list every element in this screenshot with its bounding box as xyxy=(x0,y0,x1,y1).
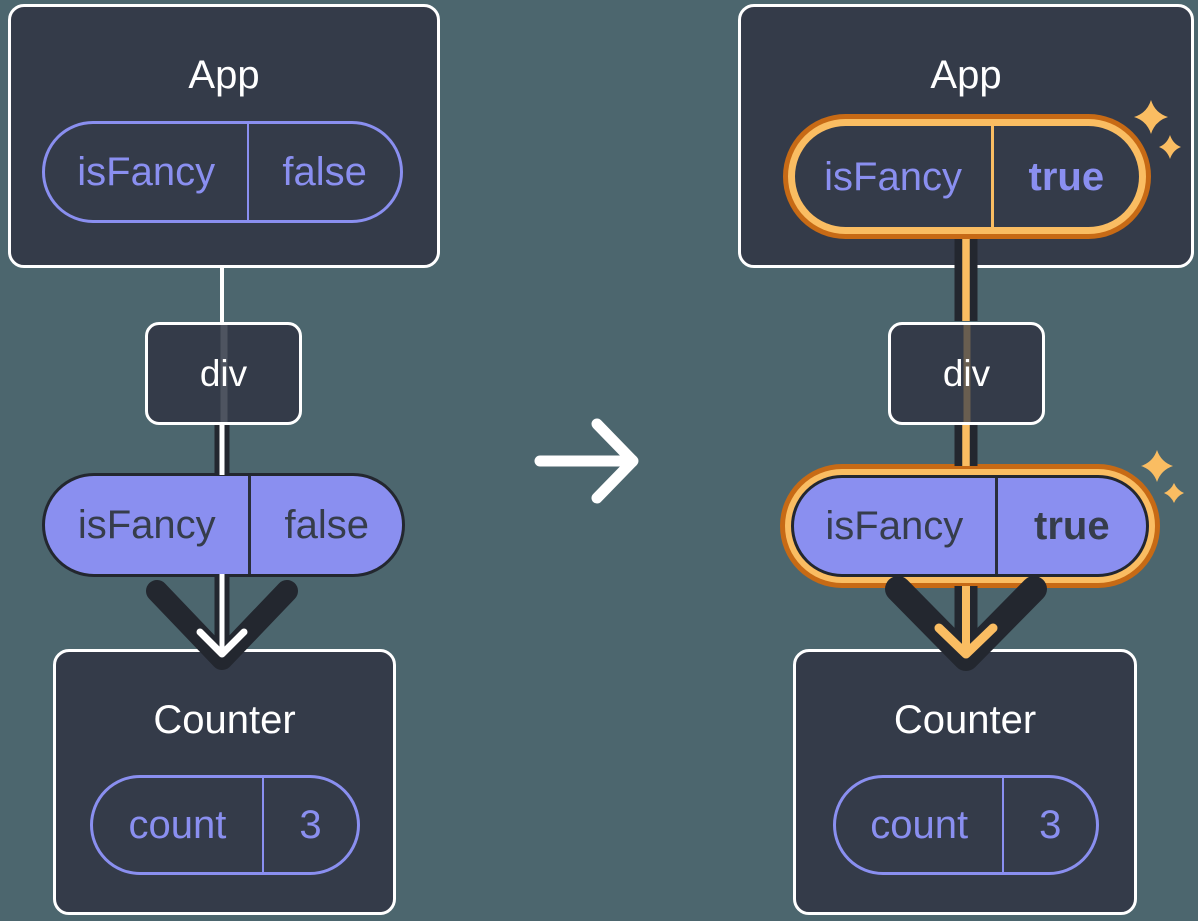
left-counter-box: Counter count 3 xyxy=(53,649,396,915)
pill-divider xyxy=(1002,778,1005,872)
prop-key: isFancy xyxy=(824,154,962,199)
left-counter-state-pill: count 3 xyxy=(90,775,360,875)
pill-divider xyxy=(261,778,264,872)
left-app-title: App xyxy=(188,53,260,97)
sparkle-icon xyxy=(1164,483,1184,503)
prop-value: false xyxy=(284,503,369,547)
left-app-prop-pill: isFancy false xyxy=(42,121,403,223)
right-counter-box: Counter count 3 xyxy=(793,649,1137,915)
right-div-label: div xyxy=(942,352,991,394)
passthrough-line xyxy=(963,325,970,422)
highlight-ring-inner: isFancy true xyxy=(785,469,1155,583)
right-app-prop-pill: isFancy true xyxy=(795,126,1139,227)
highlight-ring: isFancy true xyxy=(783,114,1151,239)
left-counter-title: Counter xyxy=(153,698,296,742)
prop-value: true xyxy=(1034,504,1110,548)
pill-divider xyxy=(991,126,994,227)
left-div-label: div xyxy=(199,352,248,394)
left-prop-pill: isFancy false xyxy=(42,473,405,577)
prop-key: isFancy xyxy=(825,504,964,548)
prop-key: isFancy xyxy=(77,150,216,194)
state-value: 3 xyxy=(299,803,322,847)
pill-divider xyxy=(994,478,998,574)
state-key: count xyxy=(128,803,227,847)
pill-divider xyxy=(247,124,250,220)
right-div-box: div xyxy=(888,322,1045,425)
pill-divider xyxy=(248,476,252,574)
prop-value: false xyxy=(282,150,367,194)
right-app-title: App xyxy=(930,53,1002,97)
left-app-box: App isFancy false xyxy=(8,4,440,268)
left-div-box: div xyxy=(145,322,302,425)
prop-value: true xyxy=(1028,154,1105,199)
right-counter-state-pill: count 3 xyxy=(833,775,1099,875)
passthrough-line xyxy=(220,325,227,422)
highlight-ring-inner: isFancy true xyxy=(788,119,1146,234)
right-counter-title: Counter xyxy=(893,698,1037,742)
highlight-ring: isFancy true xyxy=(780,464,1160,588)
prop-key: isFancy xyxy=(77,503,216,547)
right-app-box: App isFancy true xyxy=(738,4,1194,268)
state-value: 3 xyxy=(1039,803,1062,847)
right-prop-pill: isFancy true xyxy=(791,475,1149,577)
sparkle-icon xyxy=(1141,450,1173,482)
state-key: count xyxy=(870,803,969,847)
transition-arrow-icon xyxy=(534,418,639,504)
